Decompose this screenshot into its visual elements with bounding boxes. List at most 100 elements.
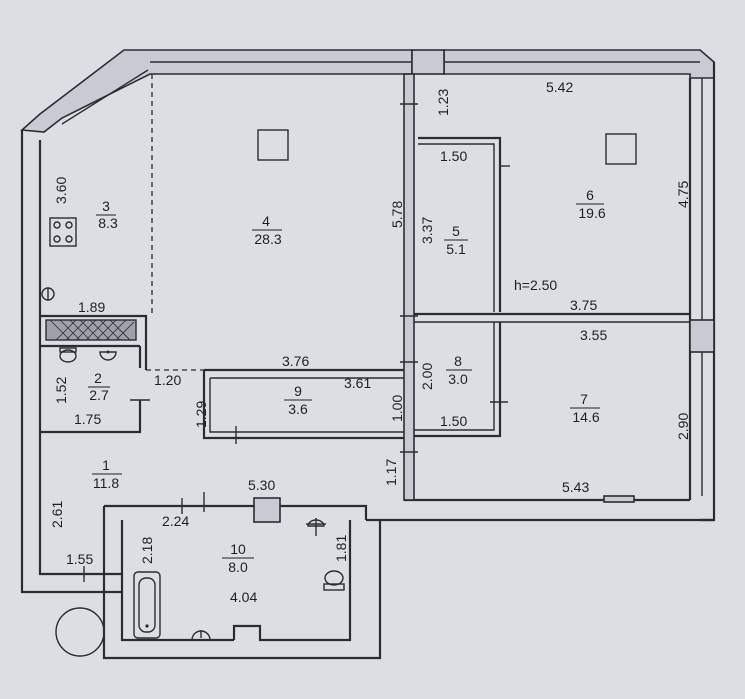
dimension-labels: 5.42 1.23 1.50 4.75 3.60 5.78 3.37 h=2.5… [49, 79, 691, 605]
dim-label: 1.81 [333, 535, 349, 562]
left-outer-wall [20, 130, 122, 594]
dim-label: 5.43 [562, 479, 589, 495]
bath2-bottom-wall [40, 400, 142, 434]
column-icon [257, 129, 289, 161]
toilet-icon [323, 570, 345, 591]
room-label: 2 2.7 [88, 370, 110, 403]
dim-label: 5.30 [248, 477, 275, 493]
shower-icon [306, 518, 326, 536]
closet5-wall [418, 136, 502, 312]
room-number: 4 [262, 213, 270, 229]
dim-label: 4.75 [675, 181, 691, 208]
dim-label: 1.52 [53, 377, 69, 404]
room-label: 6 19.6 [576, 187, 606, 221]
bathtub-icon [133, 571, 161, 639]
room-label: 8 3.0 [446, 353, 472, 387]
wall-stub [603, 495, 635, 503]
dim-label: 1.29 [193, 401, 209, 428]
interior-walls [40, 73, 690, 582]
room-area: 2.7 [89, 387, 109, 403]
wall-pier [689, 319, 715, 353]
dim-label: 1.55 [66, 551, 93, 567]
room-number: 7 [580, 391, 588, 407]
dim-label: 1.50 [440, 413, 467, 429]
room-number: 2 [94, 370, 102, 386]
room-area: 14.6 [572, 409, 599, 425]
dim-label: 1.00 [389, 395, 405, 422]
dim-label: 1.75 [74, 411, 101, 427]
column-icon [605, 133, 637, 165]
room-label: 10 8.0 [222, 541, 254, 575]
room-label: 4 28.3 [252, 213, 282, 247]
room-labels: 3 8.3 4 28.3 5 5.1 6 19.6 2 2.7 9 3.6 [88, 187, 606, 575]
wall-pier [411, 49, 445, 75]
dim-label: 3.60 [53, 177, 69, 204]
closet5-inner [418, 143, 495, 312]
top-wall-right [443, 49, 715, 79]
dim-label: 1.50 [440, 148, 467, 164]
drain-icon [191, 630, 211, 641]
room10-outer-right [234, 520, 382, 660]
toilet-icon [59, 347, 77, 363]
room-area: 11.8 [93, 475, 119, 491]
dim-label: 3.37 [419, 217, 435, 244]
room-area: 3.0 [448, 371, 468, 387]
room10-outer-left [102, 506, 234, 660]
dim-label: 3.61 [344, 375, 371, 391]
room-number: 3 [102, 198, 110, 214]
room10-top-wall [104, 504, 368, 520]
round-column-icon [55, 607, 105, 657]
room-area: 28.3 [254, 231, 281, 247]
fixtures [41, 129, 637, 657]
room-number: 8 [454, 353, 462, 369]
outer-walls [20, 49, 716, 660]
room-area: 8.3 [98, 215, 118, 231]
room-number: 9 [294, 383, 302, 399]
window-line [61, 69, 149, 125]
dim-label: 2.24 [162, 513, 189, 529]
closet9-inner [209, 378, 404, 433]
dim-label: 1.20 [154, 372, 181, 388]
dim-label: h=2.50 [514, 277, 557, 293]
room-label: 3 8.3 [96, 198, 118, 231]
vent-duct [45, 319, 137, 341]
dim-label: 5.78 [389, 201, 405, 228]
room-number: 10 [230, 541, 246, 557]
room-label: 9 3.6 [284, 383, 312, 417]
closet9-outer [202, 370, 404, 440]
kitchen-sink-icon [41, 287, 55, 301]
room10-inner-right [232, 520, 352, 642]
stove-icon [49, 217, 77, 247]
dim-label: 3.55 [580, 327, 607, 343]
dim-label: 2.00 [419, 363, 435, 390]
dim-label: 1.89 [78, 299, 105, 315]
room-area: 5.1 [446, 241, 466, 257]
closet8-wall [414, 322, 502, 438]
bath2-top-wall [40, 314, 148, 370]
room-number: 1 [102, 457, 110, 473]
duct-hatch [49, 319, 135, 341]
dim-label: 3.75 [570, 297, 597, 313]
dim-label: 2.61 [49, 501, 65, 528]
dim-label: 3.76 [282, 353, 309, 369]
room-area: 19.6 [578, 205, 605, 221]
dim-label: 4.04 [230, 589, 257, 605]
closet8-inner [414, 322, 495, 431]
left-inner-wall [38, 140, 122, 576]
central-partition [403, 73, 415, 501]
dim-label: 2.18 [139, 537, 155, 564]
dim-label: 5.42 [546, 79, 573, 95]
room-label: 7 14.6 [570, 391, 600, 425]
room-area: 8.0 [228, 559, 248, 575]
dim-label: 2.90 [675, 413, 691, 440]
room-area: 3.6 [288, 401, 308, 417]
room-label: 1 11.8 [92, 457, 122, 491]
room-label: 5 5.1 [444, 223, 468, 257]
duct [253, 497, 281, 523]
dim-label: 1.17 [383, 459, 399, 486]
room-number: 6 [586, 187, 594, 203]
room-number: 5 [452, 223, 460, 239]
washbasin-icon [99, 350, 117, 361]
